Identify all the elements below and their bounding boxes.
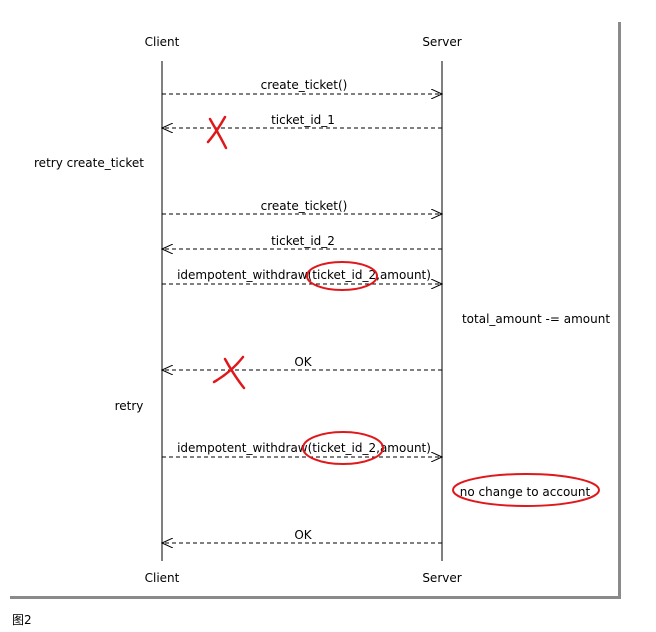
message-label-ok-2: OK: [294, 528, 312, 542]
server-footer: Server: [422, 571, 461, 585]
highlight-ellipse-ticket-id-2: [302, 431, 384, 465]
note-total-amount: total_amount -= amount: [462, 312, 610, 326]
note-retry-create-ticket: retry create_ticket: [34, 156, 144, 170]
lost-message-x-mark-2: [212, 355, 246, 390]
message-label-ok-1: OK: [294, 355, 312, 369]
message-label-ticket-id-1: ticket_id_1: [271, 113, 335, 127]
message-label-ticket-id-2: ticket_id_2: [271, 234, 335, 248]
lost-message-x-mark-1: [206, 115, 228, 150]
client-header: Client: [145, 35, 180, 49]
frame-shadow-bottom: [10, 596, 621, 599]
message-label-withdraw-1: idempotent_withdraw(ticket_id_2,amount): [177, 268, 431, 282]
highlight-ellipse-no-change: [452, 473, 600, 507]
server-header: Server: [422, 35, 461, 49]
frame-shadow-right: [618, 22, 621, 598]
note-retry: retry: [115, 399, 144, 413]
message-label-create-ticket-2: create_ticket(): [261, 199, 348, 213]
note-no-change: no change to account: [460, 485, 591, 499]
highlight-ellipse-ticket-id-1: [306, 261, 378, 291]
message-label-create-ticket-1: create_ticket(): [261, 78, 348, 92]
figure-caption: 图2: [12, 613, 32, 627]
client-footer: Client: [145, 571, 180, 585]
diagram-frame: [0, 0, 620, 598]
